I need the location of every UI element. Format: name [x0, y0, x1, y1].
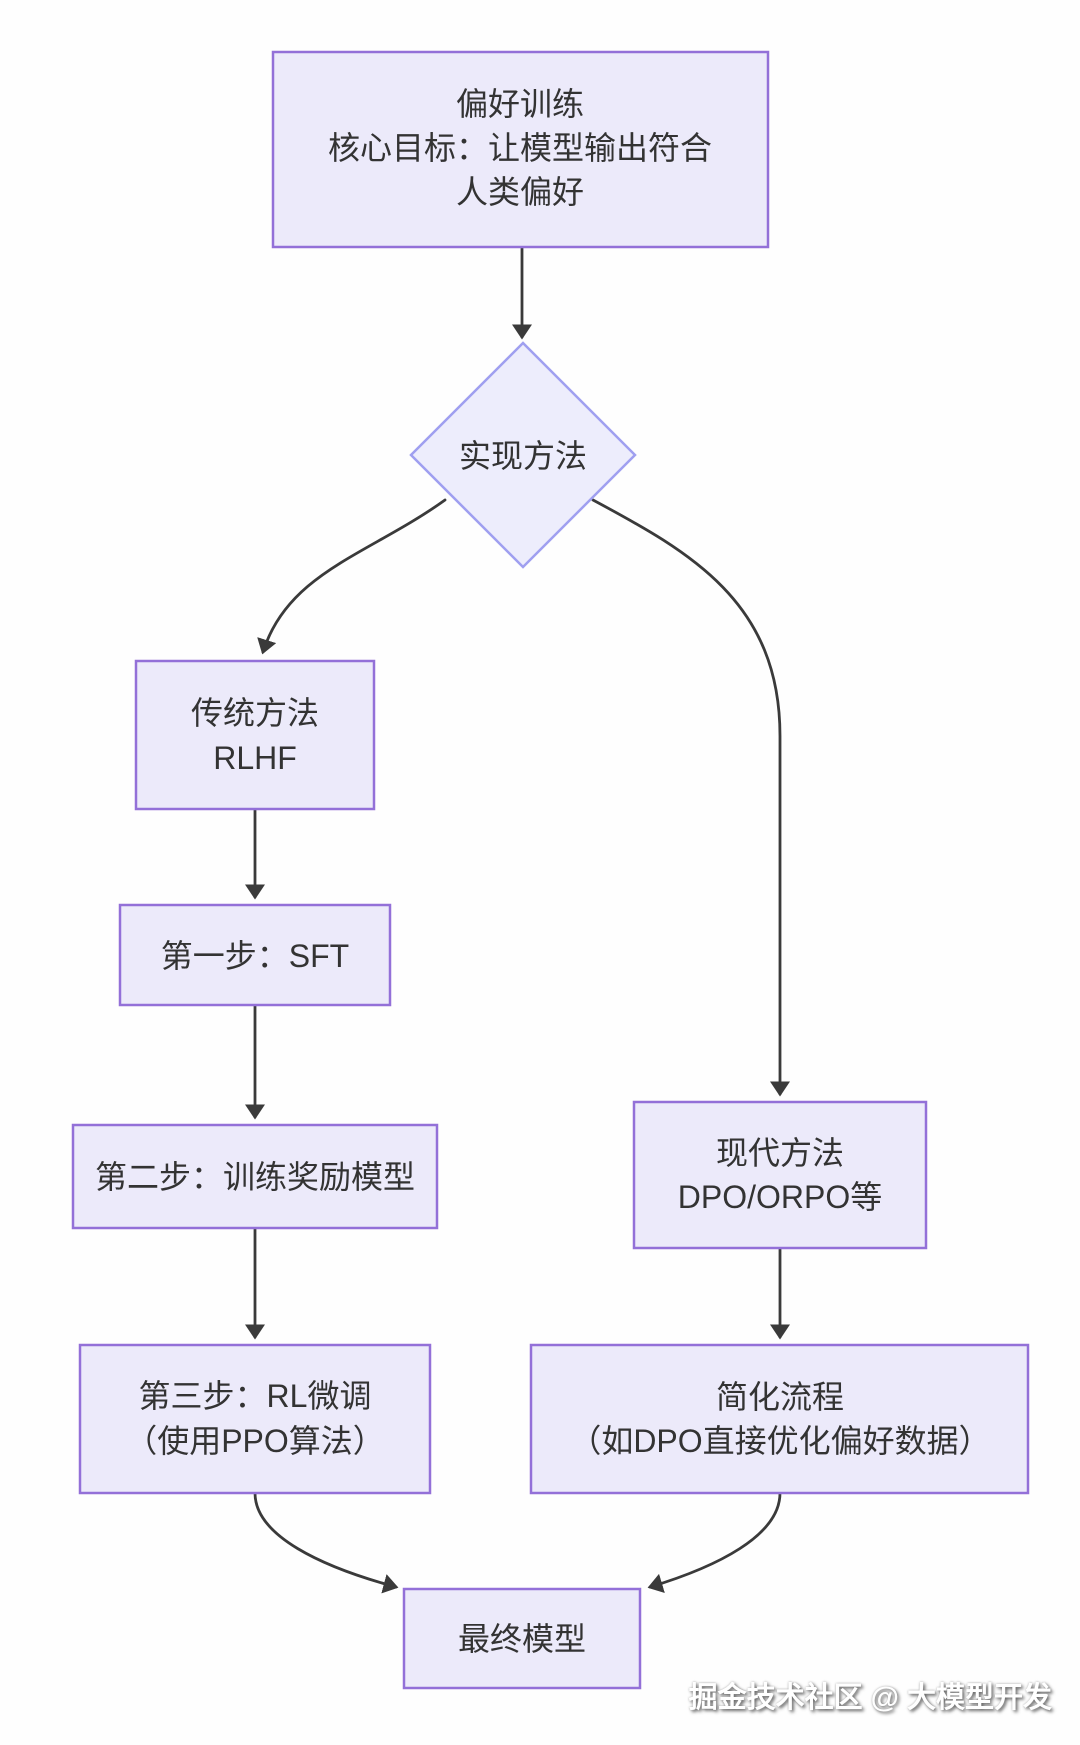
- node-root-label-line2: 核心目标：让模型输出符合: [328, 130, 712, 166]
- node-decision-diamond: [409, 341, 637, 569]
- node-simplified-label-line1: 简化流程: [716, 1379, 844, 1415]
- edge-decision-to-traditional: [257, 498, 447, 655]
- node-step1: 第一步：SFT: [118, 903, 392, 1007]
- node-step3-box: [78, 1343, 432, 1495]
- node-root-label-line1: 偏好训练: [456, 86, 584, 122]
- node-traditional-label-line1: 传统方法: [191, 695, 319, 731]
- node-step3: 第三步：RL微调 （使用PPO算法）: [78, 1343, 432, 1495]
- node-step2: 第二步：训练奖励模型: [71, 1123, 439, 1230]
- node-modern-box: [632, 1100, 928, 1250]
- node-decision: 实现方法: [409, 341, 637, 569]
- node-modern-label-line2: DPO/ORPO等: [678, 1179, 882, 1215]
- node-step3-label-line2: （使用PPO算法）: [125, 1423, 385, 1459]
- watermark-text: 掘金技术社区 @ 大模型开发: [689, 1680, 1052, 1714]
- node-root-box: [271, 50, 770, 249]
- edge-simplified-to-final: [647, 1491, 782, 1593]
- node-root: 偏好训练 核心目标：让模型输出符合 人类偏好: [271, 50, 770, 249]
- node-step2-label: 第二步：训练奖励模型: [95, 1159, 415, 1195]
- node-traditional-box: [134, 659, 376, 811]
- node-step2-box: [71, 1123, 439, 1230]
- node-simplified: 简化流程 （如DPO直接优化偏好数据）: [529, 1343, 1030, 1495]
- node-step1-label: 第一步：SFT: [161, 938, 349, 974]
- edges: [245, 245, 790, 1594]
- edge-decision-to-modern: [591, 498, 790, 1097]
- node-simplified-label-line2: （如DPO直接优化偏好数据）: [569, 1423, 990, 1459]
- node-traditional-label-line2: RLHF: [213, 740, 297, 776]
- node-modern-label-line1: 现代方法: [716, 1135, 844, 1171]
- node-traditional: 传统方法 RLHF: [134, 659, 376, 811]
- edge-step3-to-final: [253, 1491, 399, 1594]
- node-decision-label: 实现方法: [459, 438, 587, 474]
- node-step3-label-line1: 第三步：RL微调: [139, 1378, 372, 1414]
- node-root-label-line3: 人类偏好: [456, 174, 584, 210]
- node-final: 最终模型: [402, 1587, 642, 1690]
- node-final-box: [402, 1587, 642, 1690]
- node-modern: 现代方法 DPO/ORPO等: [632, 1100, 928, 1250]
- node-final-label: 最终模型: [458, 1621, 586, 1657]
- diagram-root: 偏好训练 核心目标：让模型输出符合 人类偏好 实现方法 传统方法 RLHF 第一…: [71, 50, 1052, 1714]
- node-simplified-box: [529, 1343, 1030, 1495]
- node-step1-box: [118, 903, 392, 1007]
